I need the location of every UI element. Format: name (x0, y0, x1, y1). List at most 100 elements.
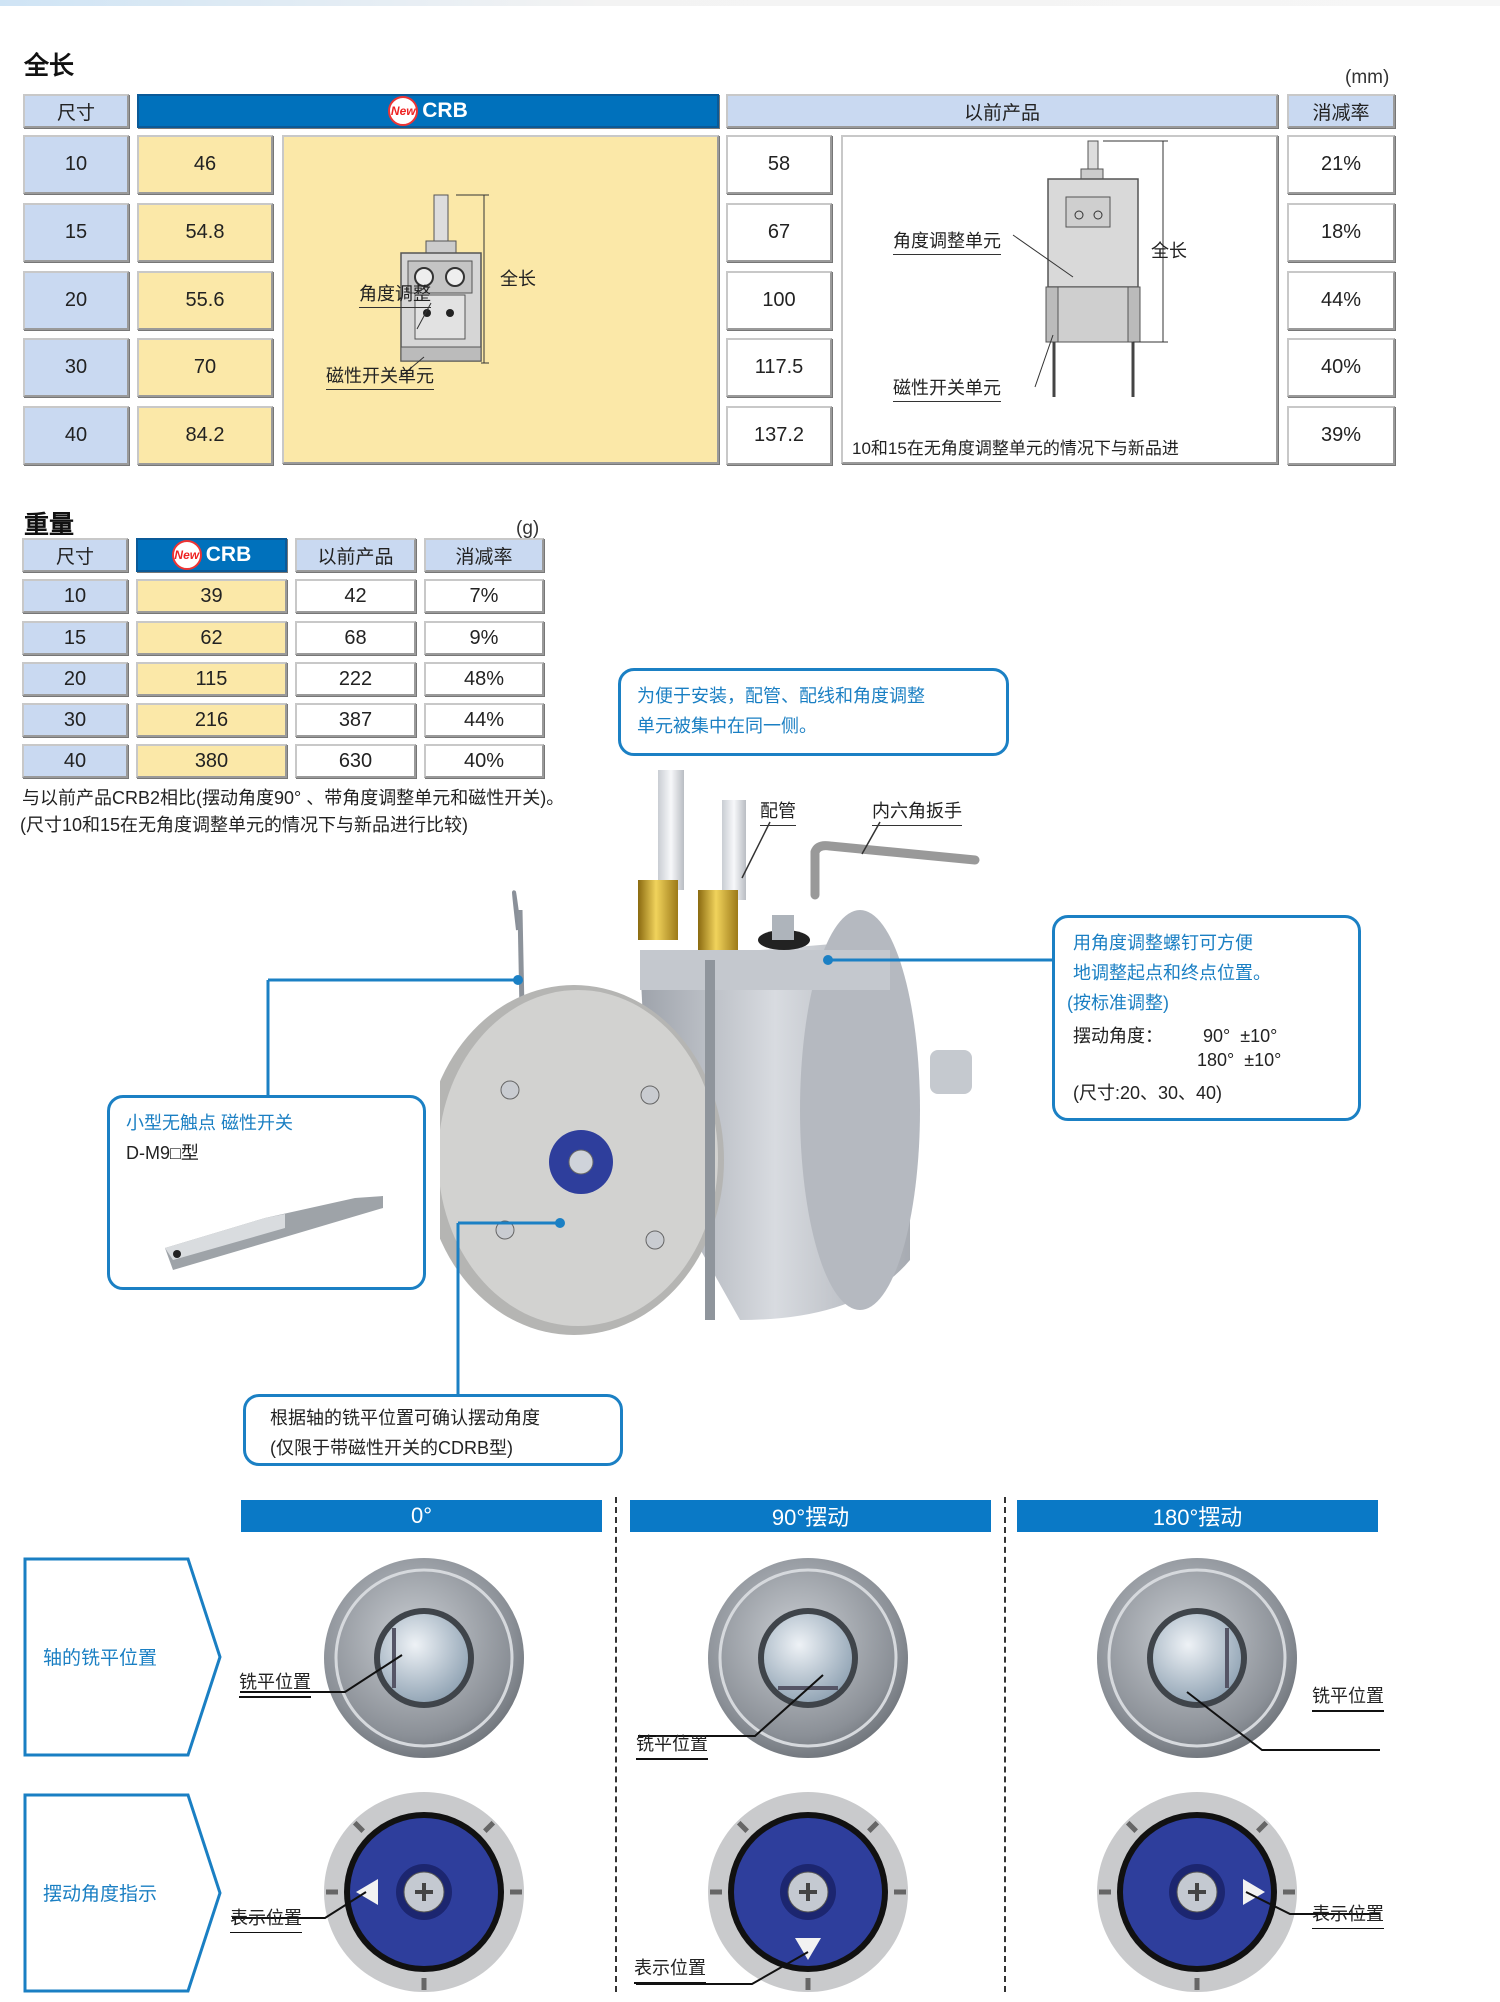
cell-new: 55.6 (137, 271, 273, 330)
cell-rate: 39% (1287, 406, 1395, 465)
cell-prev: 67 (726, 203, 832, 262)
position-diagrams (232, 1558, 1380, 1992)
crb-length-label: 全长 (500, 269, 536, 289)
new-badge-icon: New (171, 540, 202, 570)
position-header-180: 180°摆动 (1017, 1500, 1378, 1532)
header-crb-label: CRB (205, 543, 252, 566)
cell-size: 15 (23, 203, 129, 262)
weight-title: 重量 (24, 511, 75, 539)
cell-prev: 630 (295, 744, 416, 778)
prev-switch-label: 磁性开关单元 (893, 374, 1001, 402)
header-rate: 消减率 (1287, 94, 1395, 128)
indicator-label-0: 表示位置 (230, 1904, 302, 1933)
cell-new: 39 (136, 579, 287, 613)
scale-tick (867, 1820, 880, 1833)
flat-leader (456, 1218, 565, 1397)
cell-prev: 222 (295, 662, 416, 696)
cell-rate: 9% (424, 621, 544, 655)
indicator-label-180: 表示位置 (1312, 1900, 1384, 1929)
leader-line (638, 1674, 824, 1737)
adjust-angles: 摆动角度： 90° ±10° 180° ±10° (1073, 1024, 1340, 1072)
crb-diagram (398, 194, 489, 379)
callout-same-side-line-1: 为便于安装，配管、配线和角度调整 (637, 686, 925, 706)
leader-line (1186, 1691, 1380, 1751)
weight-unit: (g) (516, 518, 540, 539)
leader-line (240, 1654, 403, 1693)
adjust-sizes: (尺寸:20、30、40) (1073, 1083, 1223, 1103)
leader-line (636, 1951, 809, 1985)
cell-size: 20 (22, 662, 128, 696)
row-label-indicator-text: 摆动角度指示 (43, 1884, 158, 1905)
scale-tick (483, 1820, 496, 1833)
cell-rate: 40% (424, 744, 544, 778)
header-prev: 以前产品 (726, 94, 1278, 128)
prev-diagram (1012, 140, 1168, 397)
cell-prev: 117.5 (726, 338, 832, 397)
prev-note: 10和15在无角度调整单元的情况下与新品进 (852, 439, 1179, 458)
housing-ring (334, 1568, 514, 1748)
scale-tick (1256, 1820, 1269, 1833)
new-badge-icon: New (388, 96, 419, 126)
cell-new: 115 (136, 662, 287, 696)
switch-model: D-M9□型 (126, 1143, 199, 1163)
cell-size: 30 (23, 338, 129, 397)
cell-size: 10 (23, 135, 129, 194)
cell-rate: 48% (424, 662, 544, 696)
cell-new: 216 (136, 703, 287, 737)
housing-ring (718, 1568, 898, 1748)
cell-rate: 18% (1287, 203, 1395, 262)
row-label-flat: 轴的铣平位置 (23, 1557, 223, 1757)
weight-note-1: 与以前产品CRB2相比(摆动角度90° 、带角度调整单元和磁性开关)。 (22, 788, 565, 808)
crb-switch-label: 磁性开关单元 (326, 362, 434, 390)
shaft-icon (380, 1614, 468, 1702)
adjust-angle-180: 180° ±10° (1197, 1050, 1282, 1070)
housing-ring (1107, 1568, 1287, 1748)
adjust-angle-values: 90° ±10° 180° ±10° (1197, 1024, 1281, 1072)
adjust-line-3: (按标准调整) (1067, 993, 1169, 1013)
divider-1 (615, 1497, 617, 1992)
cell-size: 40 (23, 406, 129, 465)
header-size: 尺寸 (23, 94, 129, 128)
adjust-line-1: 用角度调整螺钉可方便 (1073, 933, 1253, 953)
cell-size: 30 (22, 703, 128, 737)
scale-tick (1125, 1820, 1138, 1833)
scale-tick (736, 1820, 749, 1833)
cell-prev: 42 (295, 579, 416, 613)
cell-new: 62 (136, 621, 287, 655)
magnetic-switch-image (165, 1196, 383, 1270)
callout-magnetic-switch: 小型无触点 磁性开关 D-M9□型 (107, 1095, 426, 1290)
position-header-90: 90°摆动 (630, 1500, 991, 1532)
header-size: 尺寸 (22, 538, 128, 572)
cell-new: 54.8 (137, 203, 273, 262)
callout-flat-position: 根据轴的铣平位置可确认摆动角度 (仅限于带磁性开关的CDRB型) (243, 1394, 623, 1466)
cell-rate: 7% (424, 579, 544, 613)
cell-prev: 68 (295, 621, 416, 655)
leader-line (1245, 1891, 1380, 1915)
indicator-triangle-icon (356, 1879, 378, 1905)
cell-new: 380 (136, 744, 287, 778)
switch-leader (266, 975, 523, 1098)
cell-new: 46 (137, 135, 273, 194)
callout-same-side-line-2: 单元被集中在同一侧。 (637, 716, 817, 736)
shaft-icon (1153, 1614, 1241, 1702)
piping-leader (741, 821, 771, 879)
prev-angle-label: 角度调整单元 (893, 227, 1001, 255)
cell-prev: 100 (726, 271, 832, 330)
position-header-0: 0° (241, 1500, 602, 1532)
header-crb-label: CRB (422, 99, 468, 122)
shaft-icon (764, 1614, 852, 1702)
scale-tick (352, 1820, 365, 1833)
cell-size: 20 (23, 271, 129, 330)
rotary-actuator-illustration (440, 770, 980, 1335)
hex-wrench-leader (861, 821, 881, 855)
adjust-leader (823, 955, 1055, 965)
row-label-flat-arrow-box (23, 1557, 222, 1757)
cell-size: 10 (22, 579, 128, 613)
callout-same-side: 为便于安装，配管、配线和角度调整 单元被集中在同一侧。 (618, 668, 1009, 756)
callout-angle-adjust: 用角度调整螺钉可方便 地调整起点和终点位置。 (按标准调整) 摆动角度： 90°… (1052, 915, 1361, 1121)
indicator-triangle-icon (1243, 1879, 1265, 1905)
crb-diagram-cell: 角度调整 全长 磁性开关单元 (282, 135, 719, 464)
screw-cross (799, 1883, 817, 1901)
cell-size: 15 (22, 621, 128, 655)
